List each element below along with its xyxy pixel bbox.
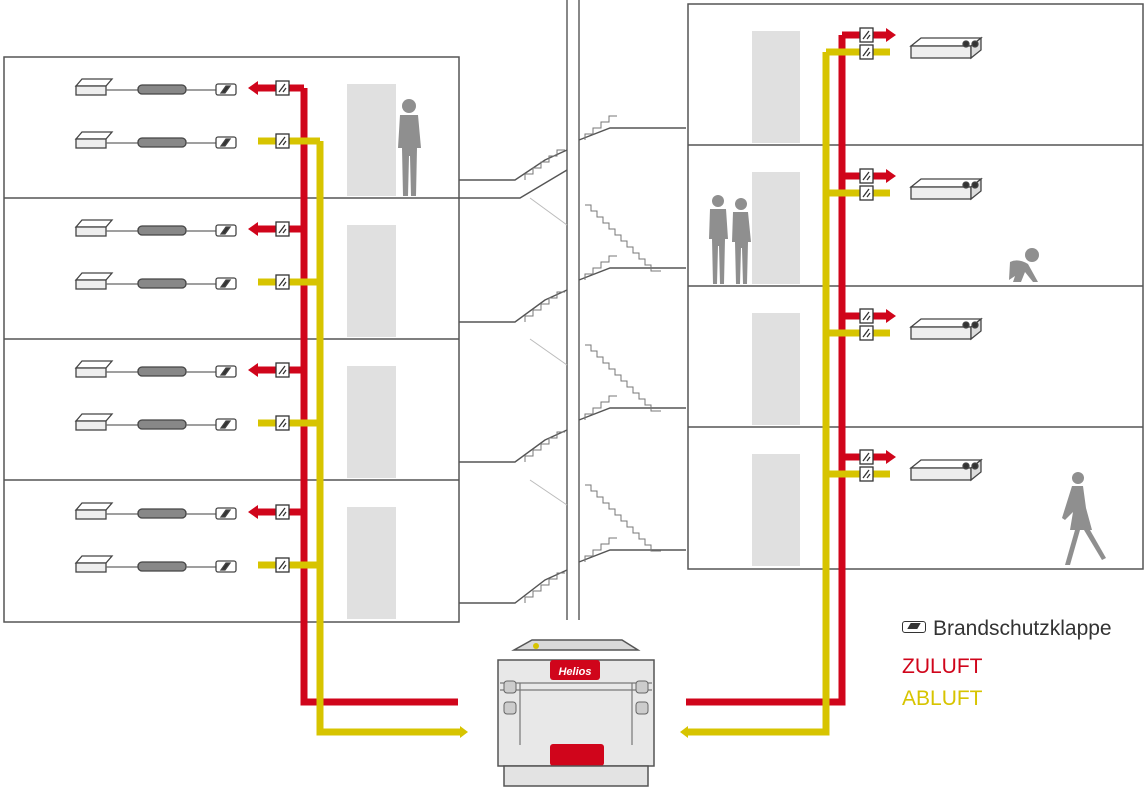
legend-exhaust: ABLUFT	[902, 687, 983, 711]
left-building	[3, 56, 460, 623]
fire-damper-icon	[275, 27, 874, 573]
unit-logo: Helios	[558, 666, 591, 678]
stair-steps	[524, 115, 661, 603]
stairwell	[459, 0, 686, 620]
legend-fire-damper-label: Brandschutzklappe	[933, 617, 1112, 640]
legend-fire-damper: Brandschutzklappe	[902, 617, 1112, 641]
walking-woman-icon	[1062, 472, 1106, 565]
left-doors	[347, 84, 396, 619]
person-icon	[709, 195, 728, 284]
left-room-units	[74, 78, 237, 573]
legend-supply: ZULUFT	[902, 655, 983, 679]
right-room-units	[909, 36, 983, 481]
child-icon	[1009, 248, 1039, 282]
exhaust-arrowheads	[460, 726, 688, 738]
supply-arrowheads	[248, 28, 896, 519]
legend-supply-label: ZULUFT	[902, 655, 983, 678]
right-doors	[752, 31, 800, 566]
ventilation-unit: Helios	[497, 639, 655, 787]
person-icon	[732, 198, 751, 284]
legend-exhaust-label: ABLUFT	[902, 687, 983, 710]
person-icon	[398, 99, 421, 196]
stair-diagonals	[529, 197, 568, 506]
right-building	[687, 3, 1144, 570]
fire-damper-icon	[902, 621, 926, 633]
